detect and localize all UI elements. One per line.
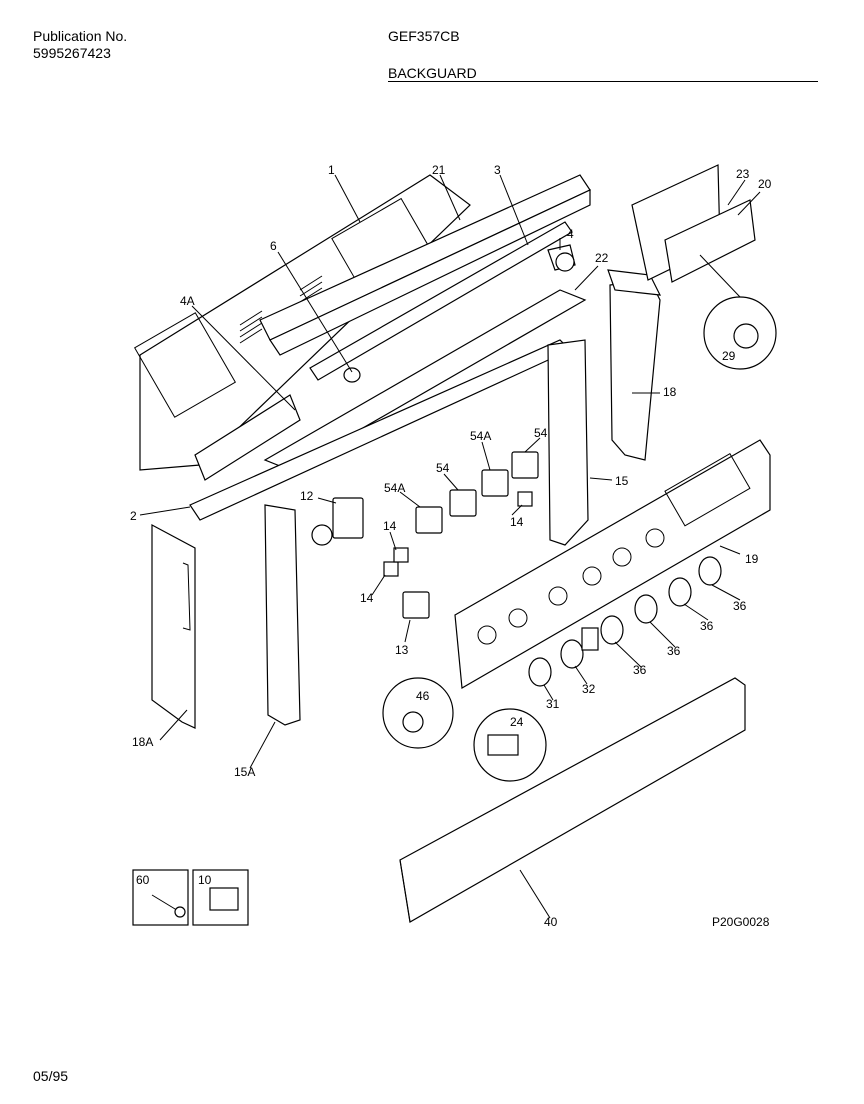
publication-label: Publication No. [33,28,128,44]
revision-date: 05/95 [33,1068,69,1084]
callout-24: 24 [510,715,524,729]
drawing-id: P20G0028 [712,915,770,929]
callout-54-mid: 54 [436,461,450,475]
callout-12: 12 [300,489,314,503]
callout-15a: 15A [234,765,255,779]
leader-lines [139,174,761,919]
callout-4a: 4A [180,294,195,308]
loose-part-screw-box [132,869,189,926]
part-knobs [528,556,722,687]
callout-29: 29 [722,349,736,363]
section-underline [388,81,818,82]
callout-3: 3 [494,163,501,177]
part-lamp-socket [547,244,576,272]
section-title: BACKGUARD [388,65,477,81]
callout-32: 32 [582,682,596,696]
callout-54-top: 54 [534,426,548,440]
part-fluorescent-lamp [309,221,573,383]
callout-19: 19 [745,552,759,566]
callout-36-d: 36 [633,663,647,677]
part-control-panel-trim [399,677,746,923]
callout-10: 10 [198,873,212,887]
callout-15: 15 [615,474,629,488]
part-control-panel [454,439,771,689]
publication-number: 5995267423 [33,45,111,61]
callout-20: 20 [758,177,772,191]
callout-60: 60 [136,873,150,887]
callout-18a: 18A [132,735,153,749]
callout-36-b: 36 [700,619,714,633]
loose-part-connector-box [192,869,249,926]
callout-36-c: 36 [667,644,681,658]
callout-22: 22 [595,251,609,265]
callout-31: 31 [546,697,560,711]
callout-14-lower: 14 [360,591,374,605]
callout-14-upper: 14 [383,519,397,533]
part-switches [311,451,539,619]
callout-40: 40 [544,915,558,929]
callout-4: 4 [567,227,574,241]
callout-21: 21 [432,163,446,177]
callout-1: 1 [328,163,335,177]
part-clock-assembly [631,164,756,283]
callout-2: 2 [130,509,137,523]
callout-54a-left: 54A [384,481,405,495]
part-top-trim [259,174,591,356]
part-right-end-cap [607,269,662,461]
model-number: GEF357CB [388,28,460,44]
callout-18: 18 [663,385,677,399]
detail-circle-46 [382,677,454,749]
callout-6: 6 [270,239,277,253]
callout-54a-top: 54A [470,429,491,443]
part-right-side-bracket [547,339,589,546]
callout-13: 13 [395,643,409,657]
callout-46: 46 [416,689,430,703]
part-left-side-bracket [264,504,301,726]
callout-36-a: 36 [733,599,747,613]
detail-circle-24 [473,708,547,782]
callout-14-right: 14 [510,515,524,529]
detail-circle-29 [703,296,777,370]
part-left-end-cap [151,523,196,729]
callout-23: 23 [736,167,750,181]
part-lamp-bracket [189,289,587,521]
